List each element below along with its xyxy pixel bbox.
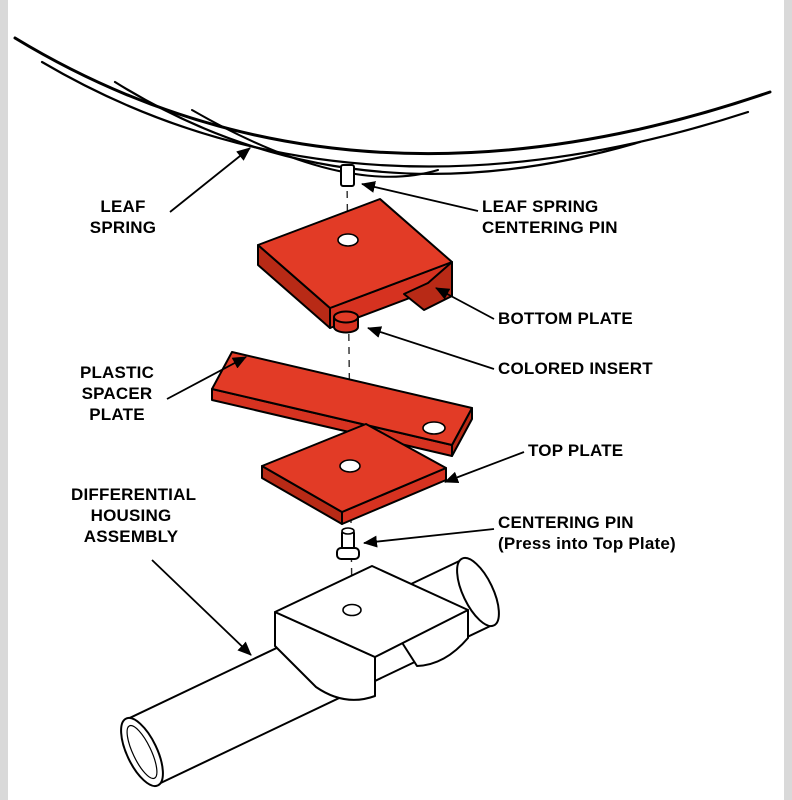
bottom-plate-hole	[337, 233, 359, 247]
label-leaf-spring: LEAF SPRING	[73, 196, 173, 238]
spring-perch-front-ear	[274, 611, 376, 701]
label-colored-insert-line1: COLORED INSERT	[498, 359, 653, 378]
label-plastic-spacer-plate-line2: SPACER	[81, 384, 153, 403]
bottom-plate-top-face	[257, 198, 453, 309]
label-bottom-plate: BOTTOM PLATE	[498, 308, 633, 329]
arrow-plastic-spacer-plate	[166, 356, 247, 400]
label-centering-pin-line1: CENTERING PIN	[498, 513, 634, 532]
centering-pin-part	[336, 527, 360, 560]
label-centering-pin-line2: (Press into Top Plate)	[498, 534, 676, 553]
leaf-spring-arc-4	[191, 109, 439, 178]
differential-housing-assembly-part	[120, 556, 500, 788]
axle-tube-left-end	[120, 716, 164, 788]
left-edge-gutter	[0, 0, 8, 800]
arrow-centering-pin	[363, 528, 495, 548]
label-top-plate: TOP PLATE	[528, 440, 623, 461]
axle-tube-left-bore	[126, 724, 158, 780]
callout-arrows	[151, 147, 525, 656]
arrow-leaf-spring	[169, 147, 251, 213]
label-differential-housing-line3: ASSEMBLY	[83, 527, 179, 546]
label-leaf-spring-centering-pin-line2: CENTERING PIN	[482, 218, 618, 237]
spring-perch-top-face	[274, 565, 469, 658]
label-plastic-spacer-plate-line1: PLASTIC	[79, 363, 155, 382]
label-differential-housing-line1: DIFFERENTIAL	[71, 485, 197, 504]
arrow-top-plate	[444, 451, 525, 483]
spacer-plate-top-face	[211, 351, 473, 446]
arrow-bottom-plate	[435, 287, 495, 320]
label-plastic-spacer-plate-line3: PLATE	[89, 405, 145, 424]
label-differential-housing-assembly: DIFFERENTIAL HOUSING ASSEMBLY	[71, 484, 197, 547]
label-leaf-spring-line1: LEAF	[100, 197, 146, 216]
label-top-plate-line1: TOP PLATE	[528, 441, 624, 460]
arrow-colored-insert	[367, 326, 495, 370]
label-leaf-spring-centering-pin: LEAF SPRING CENTERING PIN	[482, 196, 618, 238]
right-edge-gutter	[784, 0, 792, 800]
arrow-differential-housing	[151, 559, 252, 656]
label-leaf-spring-centering-pin-line1: LEAF SPRING	[482, 197, 599, 216]
spacer-plate-hole	[422, 421, 446, 435]
label-centering-pin: CENTERING PIN (Press into Top Plate)	[498, 512, 676, 554]
axle-tube-right-end	[456, 556, 500, 628]
label-plastic-spacer-plate: PLASTIC SPACER PLATE	[67, 362, 167, 425]
bottom-plate-part	[257, 198, 453, 329]
top-plate-part	[261, 423, 447, 525]
leaf-spring-arc-3	[113, 80, 642, 175]
colored-insert-top	[333, 310, 359, 324]
label-bottom-plate-line1: BOTTOM PLATE	[498, 309, 633, 328]
label-differential-housing-line2: HOUSING	[90, 506, 172, 525]
arrow-leaf-spring-centering-pin	[361, 181, 479, 212]
centering-pin-base	[336, 547, 360, 560]
label-colored-insert: COLORED INSERT	[498, 358, 653, 379]
top-plate-hole	[339, 459, 361, 473]
leaf-spring-arc-1	[13, 36, 772, 156]
colored-insert-part	[333, 310, 359, 334]
label-leaf-spring-line2: SPRING	[89, 218, 157, 237]
spring-perch-hole	[342, 603, 362, 617]
spring-perch-right-ear	[400, 609, 469, 667]
leaf-spring-centering-pin-part	[340, 164, 355, 187]
leaf-spring-drawing	[13, 36, 772, 178]
centering-pin-top	[341, 527, 355, 535]
leaf-spring-arc-2	[40, 60, 750, 168]
